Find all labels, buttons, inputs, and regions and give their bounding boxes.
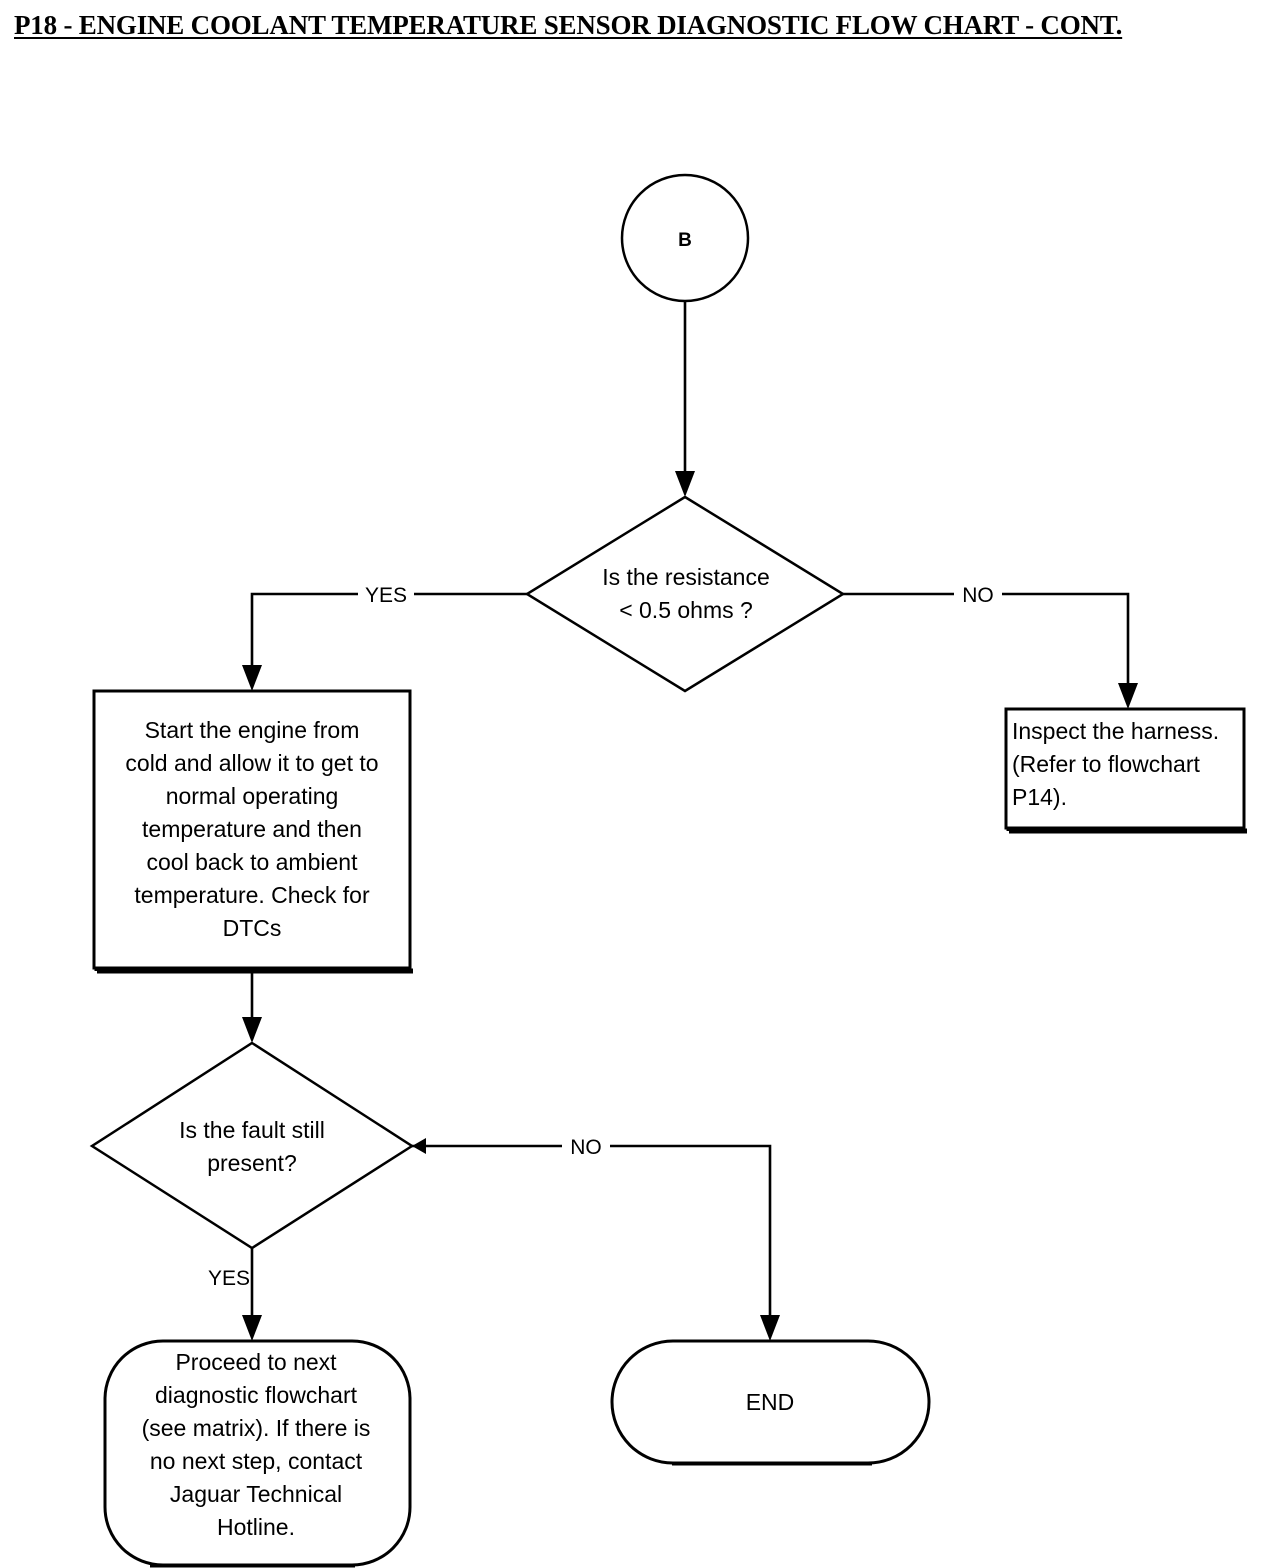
node-process-start-engine[interactable]: Start the engine from cold and allow it … (92, 689, 413, 974)
node-terminal-end[interactable]: END (610, 1339, 931, 1466)
edge-b-to-resistance (675, 301, 695, 497)
edge-label-yes-text: YES (365, 584, 407, 607)
node-decision-fault-line2: present? (207, 1150, 297, 1176)
node-decision-fault-present[interactable]: Is the fault still present? (89, 1041, 415, 1250)
node-terminal-end-label: END (746, 1389, 795, 1415)
edge-label-no-text: NO (962, 584, 994, 607)
node-proceed-line-5: Jaguar Technical (170, 1481, 342, 1507)
node-proceed-line-3: (see matrix). If there is (142, 1415, 371, 1441)
node-proceed-line-4: no next step, contact (150, 1448, 363, 1474)
edge-fault-yes (242, 1248, 262, 1341)
edge-process-to-fault (242, 968, 262, 1043)
edge-label-fault-no: NO (562, 1133, 610, 1159)
node-process-line-4: temperature and then (142, 816, 362, 842)
edge-label-fault-yes: YES (208, 1267, 250, 1290)
node-decision-resistance-line1: Is the resistance (602, 564, 769, 590)
node-inspect-line-1: Inspect the harness. (1012, 718, 1219, 744)
edge-label-fault-yes-text: YES (208, 1267, 250, 1290)
node-connector-b-label: B (678, 230, 692, 251)
node-decision-resistance-line2: < 0.5 ohms ? (619, 597, 753, 623)
node-decision-fault-line1: Is the fault still (179, 1117, 325, 1143)
node-proceed-line-6: Hotline. (217, 1514, 295, 1540)
node-process-line-2: cold and allow it to get to (125, 750, 378, 776)
edge-resistance-no (843, 592, 1138, 709)
edge-label-fault-no-text: NO (570, 1136, 602, 1159)
edge-label-resistance-yes: YES (358, 581, 414, 607)
node-inspect-line-2: (Refer to flowchart (1012, 751, 1201, 777)
node-process-line-1: Start the engine from (145, 717, 360, 743)
node-process-line-6: temperature. Check for (134, 882, 370, 908)
node-process-line-3: normal operating (166, 783, 339, 809)
node-proceed-line-2: diagnostic flowchart (155, 1382, 358, 1408)
page-title: P18 - ENGINE COOLANT TEMPERATURE SENSOR … (14, 10, 1123, 40)
edge-fault-no (412, 1138, 780, 1341)
node-connector-b[interactable]: B (620, 173, 750, 303)
node-process-line-5: cool back to ambient (147, 849, 359, 875)
node-process-inspect-harness[interactable]: Inspect the harness. (Refer to flowchart… (1004, 707, 1247, 834)
edge-label-resistance-no: NO (954, 581, 1002, 607)
node-process-line-7: DTCs (223, 915, 282, 941)
node-inspect-line-3: P14). (1012, 784, 1067, 810)
node-proceed-line-1: Proceed to next (175, 1349, 337, 1375)
node-decision-resistance[interactable]: Is the resistance < 0.5 ohms ? (524, 495, 846, 693)
node-terminal-proceed[interactable]: Proceed to next diagnostic flowchart (se… (103, 1339, 412, 1568)
